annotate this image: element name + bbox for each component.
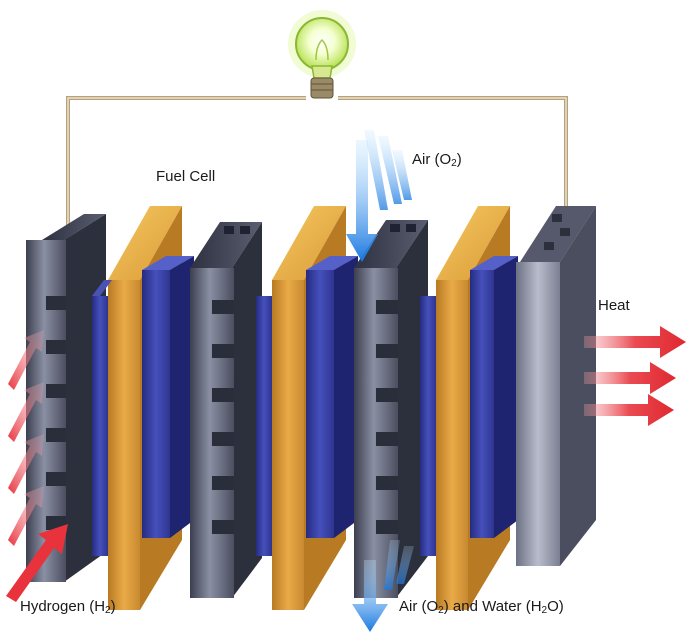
air-inflow-arrows bbox=[346, 130, 412, 262]
membrane-layer-1 bbox=[92, 256, 194, 556]
hydrogen-inflow-arrows bbox=[6, 330, 68, 602]
air-water-out-label: Air (O2) and Water (H2O) bbox=[399, 598, 564, 616]
membrane-layer-3b bbox=[470, 256, 518, 538]
hydrogen-label: Hydrogen (H2) bbox=[20, 598, 116, 616]
membrane-layer-2a bbox=[256, 296, 272, 556]
heat-outflow-arrows bbox=[584, 326, 686, 426]
membrane-layer-3a bbox=[420, 296, 436, 556]
air-in-label: Air (O2) bbox=[412, 151, 462, 169]
bipolar-plate-2 bbox=[190, 222, 262, 598]
circuit-wire bbox=[66, 96, 568, 245]
fuel-cell-label: Fuel Cell bbox=[156, 168, 216, 185]
membrane-layer-2b bbox=[306, 256, 358, 538]
light-bulb-icon bbox=[288, 10, 356, 99]
air-water-outflow-arrows bbox=[352, 540, 414, 632]
heat-label: Heat bbox=[598, 297, 630, 314]
end-plate bbox=[516, 206, 596, 566]
